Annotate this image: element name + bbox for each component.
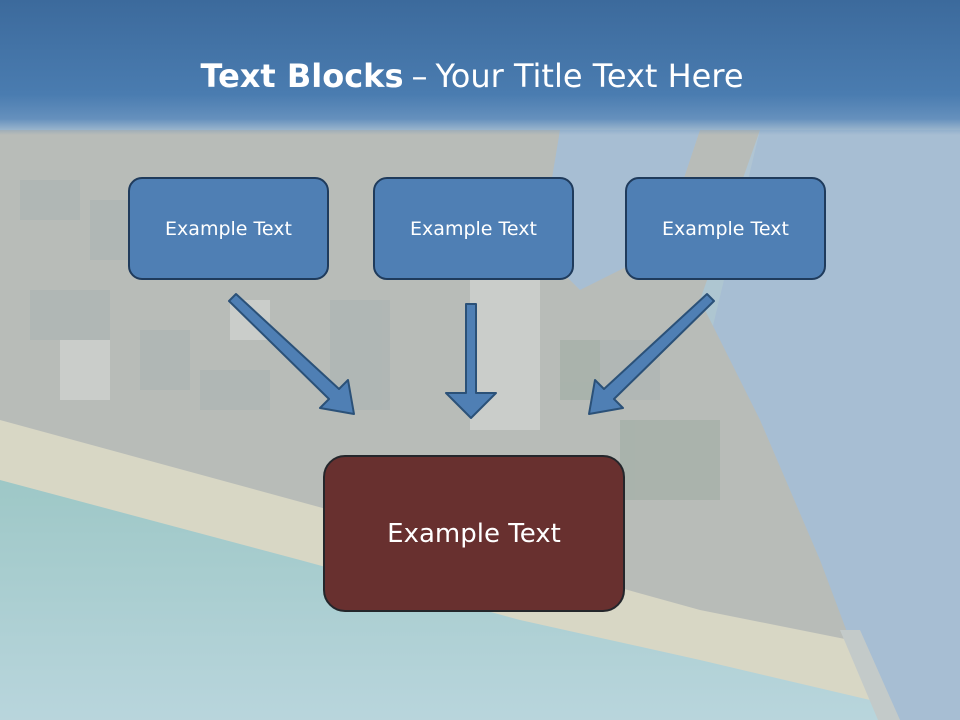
top-box-1: Example Text (128, 177, 329, 280)
bottom-box: Example Text (323, 455, 625, 612)
top-box-2-label: Example Text (410, 217, 537, 240)
top-box-1-label: Example Text (165, 217, 292, 240)
slide-title: Text Blocks–Your Title Text Here (0, 56, 944, 96)
title-dash: – (411, 57, 428, 95)
title-bold-part: Text Blocks (200, 57, 404, 95)
title-band (0, 0, 960, 135)
bottom-box-label: Example Text (387, 518, 561, 549)
top-box-2: Example Text (373, 177, 574, 280)
top-box-3-label: Example Text (662, 217, 789, 240)
top-box-3: Example Text (625, 177, 826, 280)
title-rest-part: Your Title Text Here (435, 57, 744, 95)
